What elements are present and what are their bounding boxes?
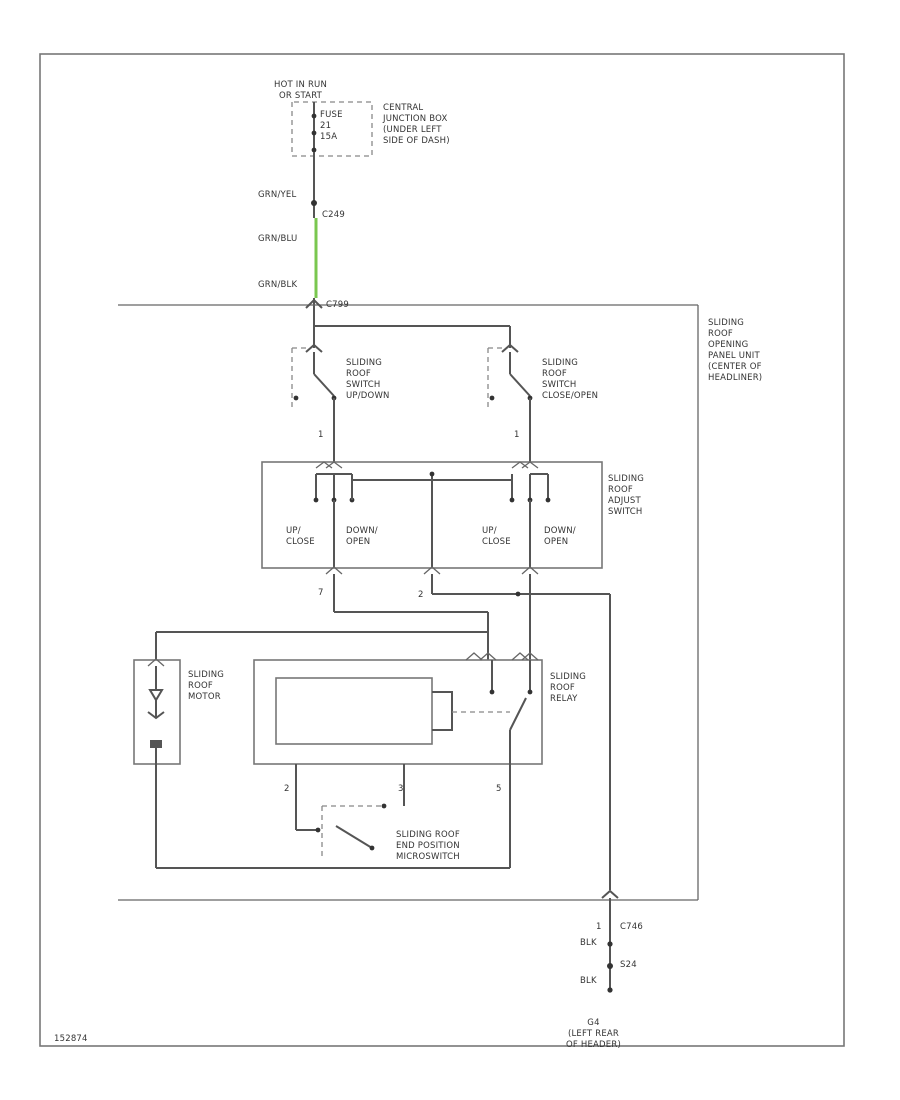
adjust-contact [509, 497, 515, 503]
relay-pin-2: 2 [284, 784, 290, 794]
diagram-frame [39, 53, 845, 1047]
relay-coil-end [432, 691, 453, 731]
relay-coil [275, 677, 433, 745]
panel-unit-label: SLIDING ROOF OPENING PANEL UNIT (CENTER … [708, 318, 763, 383]
adjust-out-connector-r [521, 566, 539, 575]
micro-contact-b [369, 845, 375, 851]
ground-splice-label: S24 [620, 960, 637, 970]
ground-splice-s24 [607, 963, 613, 969]
fuse-terminal-top [311, 113, 317, 119]
adjust-switch-label: SLIDING ROOF ADJUST SWITCH [608, 474, 645, 517]
fuse-terminal-bot [311, 147, 317, 153]
relay-box [253, 659, 543, 765]
fuse-terminal-mid [311, 130, 317, 136]
relay-contact-no [527, 689, 533, 695]
left-switch-label: SLIDING ROOF SWITCH UP/DOWN [346, 358, 390, 401]
relay-contact-nc [489, 689, 495, 695]
ground-wire-bottom: BLK [580, 976, 597, 986]
wire-color-middle: GRN/BLU [258, 234, 298, 244]
micro-contact-c [381, 803, 387, 809]
motor-arrow [147, 711, 165, 720]
adjust-contact [545, 497, 551, 503]
adjust-left-down: DOWN/ OPEN [346, 526, 378, 547]
adjust-right-down: DOWN/ OPEN [544, 526, 576, 547]
right-switch-blade [509, 373, 531, 397]
connector-c249-pin [311, 200, 317, 206]
adjust-pin-7: 7 [318, 588, 324, 598]
right-switch-label: SLIDING ROOF SWITCH CLOSE/OPEN [542, 358, 599, 401]
wire-color-top: GRN/YEL [258, 190, 297, 200]
ground-location-label: G4 (LEFT REAR OF HEADER) [566, 1018, 621, 1050]
left-switch-connector [305, 343, 323, 353]
motor-armature [150, 740, 162, 748]
connector-c249-label: C249 [322, 210, 345, 220]
left-switch-contact-a [293, 395, 299, 401]
adjust-left-connector [315, 461, 343, 469]
ground-pin: 1 [596, 922, 602, 932]
right-switch-pin: 1 [514, 430, 520, 440]
wire-color-lower: GRN/BLK [258, 280, 298, 290]
adjust-right-up: UP/ CLOSE [482, 526, 511, 547]
relay-label: SLIDING ROOF RELAY [550, 672, 587, 704]
ground-point [607, 987, 613, 993]
relay-right-connector [511, 652, 539, 661]
ground-splice-top [607, 941, 613, 947]
relay-pin-3: 3 [398, 784, 404, 794]
adjust-right-connector [511, 461, 539, 469]
left-switch-pin: 1 [318, 430, 324, 440]
adjust-left-up: UP/ CLOSE [286, 526, 315, 547]
adjust-contact [313, 497, 319, 503]
adjust-pin-2: 2 [418, 590, 424, 600]
relay-blade [509, 697, 527, 731]
power-source-label: HOT IN RUN OR START [274, 80, 328, 101]
microswitch-label: SLIDING ROOF END POSITION MICROSWITCH [396, 830, 460, 862]
connector-c799 [305, 298, 323, 309]
wire-pin2-splice [515, 591, 521, 597]
motor-label: SLIDING ROOF MOTOR [188, 670, 225, 702]
adjust-center-junction [429, 471, 435, 477]
ground-connector-label: C746 [620, 922, 643, 932]
adjust-out-connector-2 [423, 566, 441, 575]
micro-contact-a [315, 827, 321, 833]
relay-pin-5: 5 [496, 784, 502, 794]
right-switch-connector [501, 343, 519, 353]
adjust-out-connector-7 [325, 566, 343, 575]
junction-box-outline [291, 101, 373, 157]
left-switch-blade [313, 373, 335, 397]
junction-box-label: CENTRAL JUNCTION BOX (UNDER LEFT SIDE OF… [383, 103, 450, 146]
figure-id: 152874 [54, 1034, 88, 1044]
motor-connector-top [147, 658, 165, 667]
ground-connector-c746 [601, 889, 619, 899]
right-switch-contact-a [489, 395, 495, 401]
motor-symbol [148, 689, 164, 702]
fuse-label: FUSE 21 15A [320, 110, 343, 142]
micro-blade [335, 825, 373, 849]
relay-input-connector [465, 652, 497, 661]
connector-c799-label: C799 [326, 300, 349, 310]
ground-wire-top: BLK [580, 938, 597, 948]
